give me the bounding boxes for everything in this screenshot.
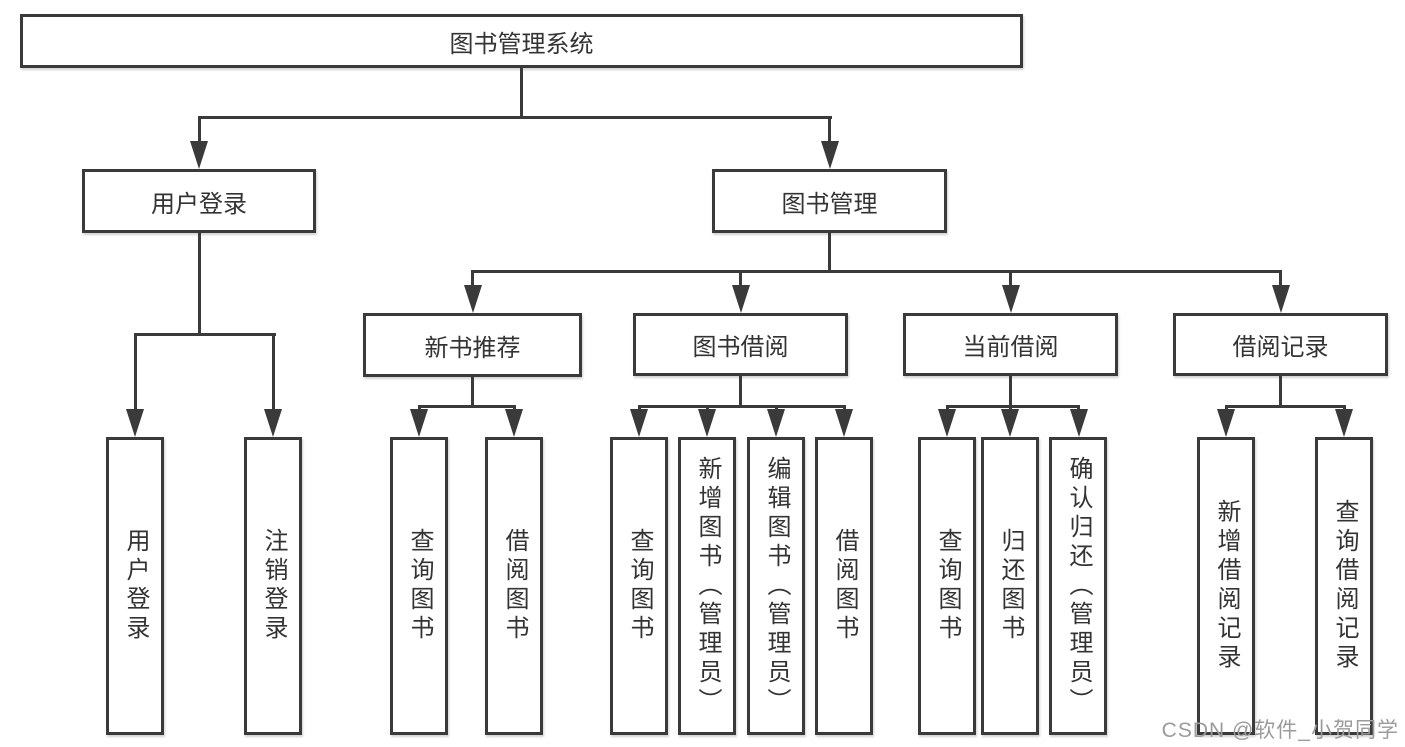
arrowhead-to-leaf-query-rec — [410, 409, 428, 437]
node-book-borrow: 图书借阅 — [633, 313, 848, 376]
edge-to-leaf-edit-book-line — [774, 405, 778, 412]
edge-book-borrow-branch — [637, 405, 846, 408]
leaf-borrow-book-borrow-label: 借阅图书 — [831, 528, 858, 644]
csdn-watermark: CSDN @软件_小贺同学 — [1161, 719, 1399, 742]
edge-current-borrow-stem — [1009, 374, 1012, 408]
leaf-borrow-book-rec-label: 借阅图书 — [501, 528, 528, 644]
edge-borrow-record-stem — [1279, 374, 1282, 408]
edge-book-mgmt-branch — [471, 270, 1282, 273]
edge-to-leaf-query-borrow-line — [637, 405, 641, 412]
arrowhead-to-current-borrow — [1001, 285, 1020, 313]
leaf-add-borrow-record: 新增借阅记录 — [1197, 437, 1255, 735]
arrowhead-to-book-borrow — [731, 285, 750, 313]
leaf-add-book-admin: 新增图书（管理员） — [678, 437, 736, 735]
leaf-query-borrow-record: 查询借阅记录 — [1315, 437, 1373, 735]
arrowhead-to-leaf-user-login — [126, 409, 144, 437]
arrowhead-to-leaf-edit-book — [767, 409, 785, 437]
edge-root-stem — [520, 66, 523, 119]
leaf-query-book-current-label: 查询图书 — [934, 528, 961, 644]
arrowhead-to-leaf-borrow-rec — [505, 409, 523, 437]
node-book-mgmt-label: 图书管理 — [781, 190, 878, 218]
edge-new-book-rec-branch — [417, 405, 516, 408]
edge-root-to-book-mgmt-line — [828, 116, 831, 143]
leaf-add-borrow-record-label: 新增借阅记录 — [1213, 499, 1240, 673]
edge-to-leaf-add-record-line — [1224, 405, 1228, 412]
edge-to-leaf-borrow-book-line — [842, 405, 846, 412]
arrowhead-to-user-login — [190, 141, 208, 169]
arrowhead-to-leaf-return-book — [1001, 409, 1019, 437]
arrowhead-to-leaf-logout — [264, 409, 282, 437]
edge-root-branch — [197, 116, 832, 119]
leaf-return-book: 归还图书 — [981, 437, 1039, 735]
leaf-edit-book-admin-label: 编辑图书（管理员） — [763, 455, 790, 717]
leaf-logout-login-label: 注销登录 — [260, 528, 287, 644]
node-new-book-rec: 新书推荐 — [363, 313, 582, 377]
edge-root-to-user-login-line — [197, 116, 201, 143]
leaf-query-book-borrow-label: 查询图书 — [626, 528, 653, 644]
node-user-login-label: 用户登录 — [151, 190, 247, 218]
leaf-query-book-rec: 查询图书 — [390, 437, 448, 735]
arrowhead-to-leaf-add-book — [698, 409, 716, 437]
leaf-borrow-book-rec: 借阅图书 — [485, 437, 543, 735]
node-borrow-record: 借阅记录 — [1173, 313, 1388, 376]
edge-to-leaf-logout-line — [271, 333, 275, 411]
edge-to-leaf-user-login-line — [133, 333, 137, 411]
leaf-confirm-return-admin-label: 确认归还（管理员） — [1065, 455, 1092, 717]
edge-borrow-record-branch — [1224, 405, 1346, 408]
edge-new-book-rec-stem — [471, 375, 474, 408]
edge-to-borrow-record-line — [1279, 270, 1282, 287]
edge-user-login-stem — [197, 231, 201, 335]
leaf-query-borrow-record-label: 查询借阅记录 — [1331, 499, 1358, 673]
leaf-return-book-label: 归还图书 — [997, 528, 1024, 644]
arrowhead-to-borrow-record — [1271, 285, 1290, 313]
edge-to-leaf-add-book-line — [705, 405, 709, 412]
edge-user-login-branch — [133, 333, 276, 336]
edge-to-leaf-borrow-rec-line — [512, 405, 516, 412]
edge-current-borrow-branch — [945, 405, 1080, 408]
leaf-query-book-rec-label: 查询图书 — [406, 528, 433, 644]
arrowhead-to-new-book-rec — [463, 285, 482, 313]
leaf-query-book-current: 查询图书 — [918, 437, 976, 735]
arrowhead-to-leaf-confirm-return — [1069, 409, 1088, 437]
edge-to-leaf-query-record-line — [1342, 405, 1346, 412]
arrowhead-to-leaf-query-borrow — [630, 409, 648, 437]
leaf-query-book-borrow: 查询图书 — [610, 437, 668, 735]
node-current-borrow: 当前借阅 — [903, 313, 1118, 376]
edge-to-leaf-query-rec-line — [417, 405, 421, 412]
leaf-add-book-admin-label: 新增图书（管理员） — [694, 455, 721, 717]
node-book-mgmt: 图书管理 — [712, 169, 947, 233]
leaf-borrow-book-borrow: 借阅图书 — [815, 437, 873, 735]
edge-to-book-borrow-line — [739, 270, 742, 287]
edge-to-new-book-rec-line — [471, 270, 474, 287]
edge-to-leaf-query-current-line — [945, 405, 949, 412]
leaf-user-login-label: 用户登录 — [122, 528, 149, 644]
arrowhead-to-leaf-borrow-book — [835, 409, 853, 437]
node-root-label: 图书管理系统 — [449, 30, 594, 58]
leaf-user-login: 用户登录 — [106, 437, 164, 735]
leaf-logout-login: 注销登录 — [244, 437, 302, 735]
node-book-borrow-label: 图书借阅 — [692, 334, 789, 361]
node-user-login: 用户登录 — [82, 169, 316, 233]
arrowhead-to-book-mgmt — [820, 141, 839, 169]
leaf-confirm-return-admin: 确认归还（管理员） — [1049, 437, 1107, 735]
edge-to-current-borrow-line — [1009, 270, 1012, 287]
leaf-edit-book-admin: 编辑图书（管理员） — [747, 437, 805, 735]
edge-book-borrow-stem — [739, 374, 742, 408]
edge-to-leaf-return-book-line — [1008, 405, 1012, 412]
arrowhead-to-leaf-add-record — [1217, 409, 1235, 437]
node-root: 图书管理系统 — [20, 14, 1023, 68]
node-borrow-record-label: 借阅记录 — [1232, 334, 1329, 361]
node-current-borrow-label: 当前借阅 — [962, 334, 1059, 361]
arrowhead-to-leaf-query-record — [1335, 409, 1353, 437]
node-new-book-rec-label: 新书推荐 — [424, 334, 521, 362]
edge-to-leaf-confirm-return-line — [1077, 405, 1080, 412]
arrowhead-to-leaf-query-current — [938, 409, 956, 437]
edge-book-mgmt-stem — [828, 231, 831, 273]
